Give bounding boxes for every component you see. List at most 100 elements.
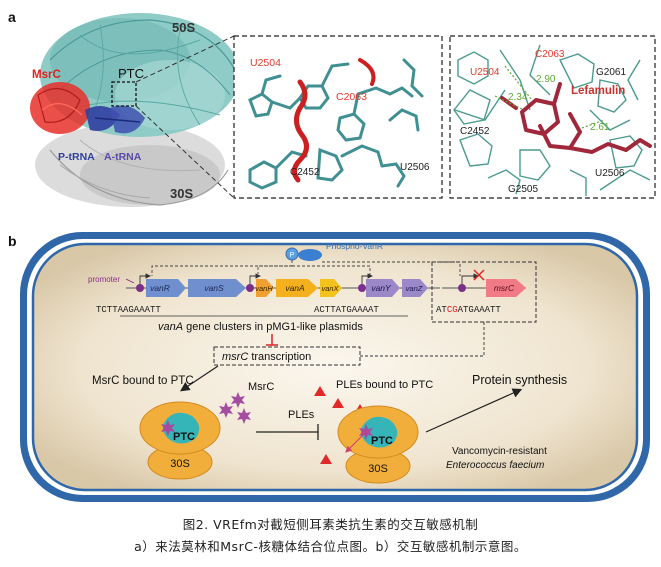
- zoom2-g2061: G2061: [596, 67, 626, 78]
- gene-vanz-label: vanZ: [406, 284, 423, 293]
- gene-vanh-label: vanH: [255, 284, 273, 293]
- ples-bound-label: PLEs bound to PTC: [336, 379, 433, 391]
- msrc-block-cross: [473, 269, 485, 281]
- transcription-italic: msrC: [222, 351, 248, 363]
- gene-vanh: [256, 279, 274, 297]
- left-30s-label: 30S: [170, 458, 190, 470]
- transcription-rest: transcription: [248, 351, 311, 363]
- phospho-vanr-label: Phospho-VanR: [326, 241, 383, 251]
- caption-line-2: a）来法莫林和MsrC-核糖体结合位点图。b）交互敏感机制示意图。: [134, 539, 527, 554]
- panel-b-letter: b: [8, 233, 17, 249]
- trna-structure: [85, 105, 145, 134]
- zoom2-c2063: C2063: [535, 49, 565, 60]
- right-30s-label: 30S: [368, 463, 388, 475]
- ple-triangle: [320, 454, 332, 464]
- left-msrc-star: [161, 420, 175, 436]
- zoom2-distance-3: 2.61: [590, 122, 610, 133]
- gene-vans: [188, 279, 246, 297]
- transcription-link: [360, 322, 485, 357]
- label-ptc: PTC: [118, 66, 144, 81]
- cluster-label-italic: vanA: [158, 321, 183, 333]
- transcription-box: [213, 346, 361, 366]
- vre-line-1: Vancomycin-resistant: [452, 446, 547, 457]
- gene-vanr-label: vanR: [150, 283, 170, 293]
- ribosome-msrc-bound: 30S PTC: [139, 401, 221, 480]
- label-p-trna: P-tRNA: [58, 151, 95, 163]
- msrc-star: [231, 392, 245, 408]
- right-ptc-label: PTC: [371, 435, 393, 447]
- arrow-to-msrc-ribosome: [180, 365, 219, 392]
- lefamulin-molecule: [500, 82, 652, 154]
- zoom2-c2452: C2452: [460, 126, 490, 137]
- transcription-label: msrC transcription: [222, 351, 311, 363]
- msrc-star: [219, 402, 233, 418]
- label-a-trna: A-tRNA: [104, 151, 142, 163]
- label-30s: 30S: [170, 186, 193, 201]
- zoom2-u2504: U2504: [470, 67, 500, 78]
- promoter-dot-3: [358, 284, 366, 292]
- zoom1-c2063: C2063: [336, 91, 367, 103]
- gene-vana-label: vanA: [285, 283, 305, 293]
- zoom1-c2452: C2452: [290, 167, 320, 178]
- gene-vanx-label: vanX: [321, 284, 339, 293]
- label-msrc: MsrC: [32, 69, 61, 81]
- ribosome-ples-bound: 30S PTC: [337, 405, 419, 484]
- panel-a-letter: a: [8, 9, 16, 25]
- vre-line-2: Enterococcus faecium: [446, 460, 544, 471]
- gene-msrc: [486, 279, 526, 297]
- protein-synthesis-label: Protein synthesis: [472, 373, 567, 387]
- seq-3-post: ATGAAATT: [458, 305, 502, 315]
- msrc-structure: [30, 82, 90, 134]
- ptc-box: [111, 81, 137, 107]
- cluster-label: vanA gene clusters in pMG1-like plasmids: [158, 321, 363, 333]
- gene-vana: [276, 279, 318, 297]
- ribosome-overview: 50S 30S PTC MsrC P-tRNA A-tRNA: [30, 13, 240, 207]
- gene-msrc-label: msrC: [494, 283, 515, 293]
- promoter-dot-1: [136, 284, 144, 292]
- zoom2-distance-2: 2.34: [508, 92, 528, 103]
- gene-vanx: [320, 279, 342, 297]
- inhibition-bar: [266, 334, 278, 346]
- msrc-displacement-arrow: [345, 429, 369, 453]
- promoter-label: promoter: [88, 275, 120, 284]
- zoom2-nucleotides: [453, 44, 651, 196]
- ribosome-30s-structure: [35, 123, 229, 207]
- left-ptc-label: PTC: [173, 431, 195, 443]
- gene-vany: [366, 279, 400, 297]
- gene-vanz: [402, 279, 428, 297]
- hbond-lines: [494, 65, 605, 129]
- cluster-label-rest: gene clusters in pMG1-like plasmids: [183, 321, 363, 333]
- seq-3-red: CG: [447, 305, 458, 315]
- msrc-label: MsrC: [248, 381, 274, 393]
- ples-label: PLEs: [288, 409, 315, 421]
- gene-vans-label: vanS: [204, 283, 224, 293]
- arrow-protein-synthesis: [425, 388, 523, 433]
- gene-vany-label: vanY: [371, 283, 392, 293]
- ple-triangle: [314, 386, 326, 396]
- gene-vanr: [146, 279, 186, 297]
- seq-1: TCTTAAGAAATT: [96, 305, 161, 315]
- msrc-bound-label: MsrC bound to PTC: [92, 375, 194, 387]
- ples-inhibition: [256, 424, 319, 440]
- zoom2-u2506: U2506: [595, 168, 625, 179]
- zoom2-g2505: G2505: [508, 184, 538, 195]
- seq-2: ACTTATGAAAAT: [314, 305, 379, 315]
- label-50s: 50S: [172, 20, 195, 35]
- phospho-vanr: P Phospho-VanR: [285, 241, 383, 261]
- zoom1-msrc-ribbon: [292, 79, 309, 183]
- ple-triangle: [332, 398, 344, 408]
- phospho-p: P: [290, 252, 295, 259]
- msrc-star: [237, 408, 251, 424]
- promoter-dot-2: [246, 284, 254, 292]
- zoom-panel-1: U2504 C2063 C2452 U2506: [233, 35, 443, 199]
- zoom2-lefamulin: Lefamulin: [571, 85, 625, 97]
- msrc-promoter-dot: [458, 284, 466, 292]
- ribosome-50s-structure: [40, 13, 240, 137]
- zoom1-nucleotides: [248, 58, 424, 190]
- seq-3: ATCGATGAAATT: [436, 305, 501, 315]
- msrc-stars: [219, 392, 251, 424]
- zoom2-distance-1: 2.90: [536, 74, 556, 85]
- caption-line-1: 图2. VREfm对截短侧耳素类抗生素的交互敏感机制: [182, 517, 479, 532]
- zoom-panel-2: C2063 U2504 G2061 Lefamulin 2.90 2.34 2.…: [449, 35, 656, 199]
